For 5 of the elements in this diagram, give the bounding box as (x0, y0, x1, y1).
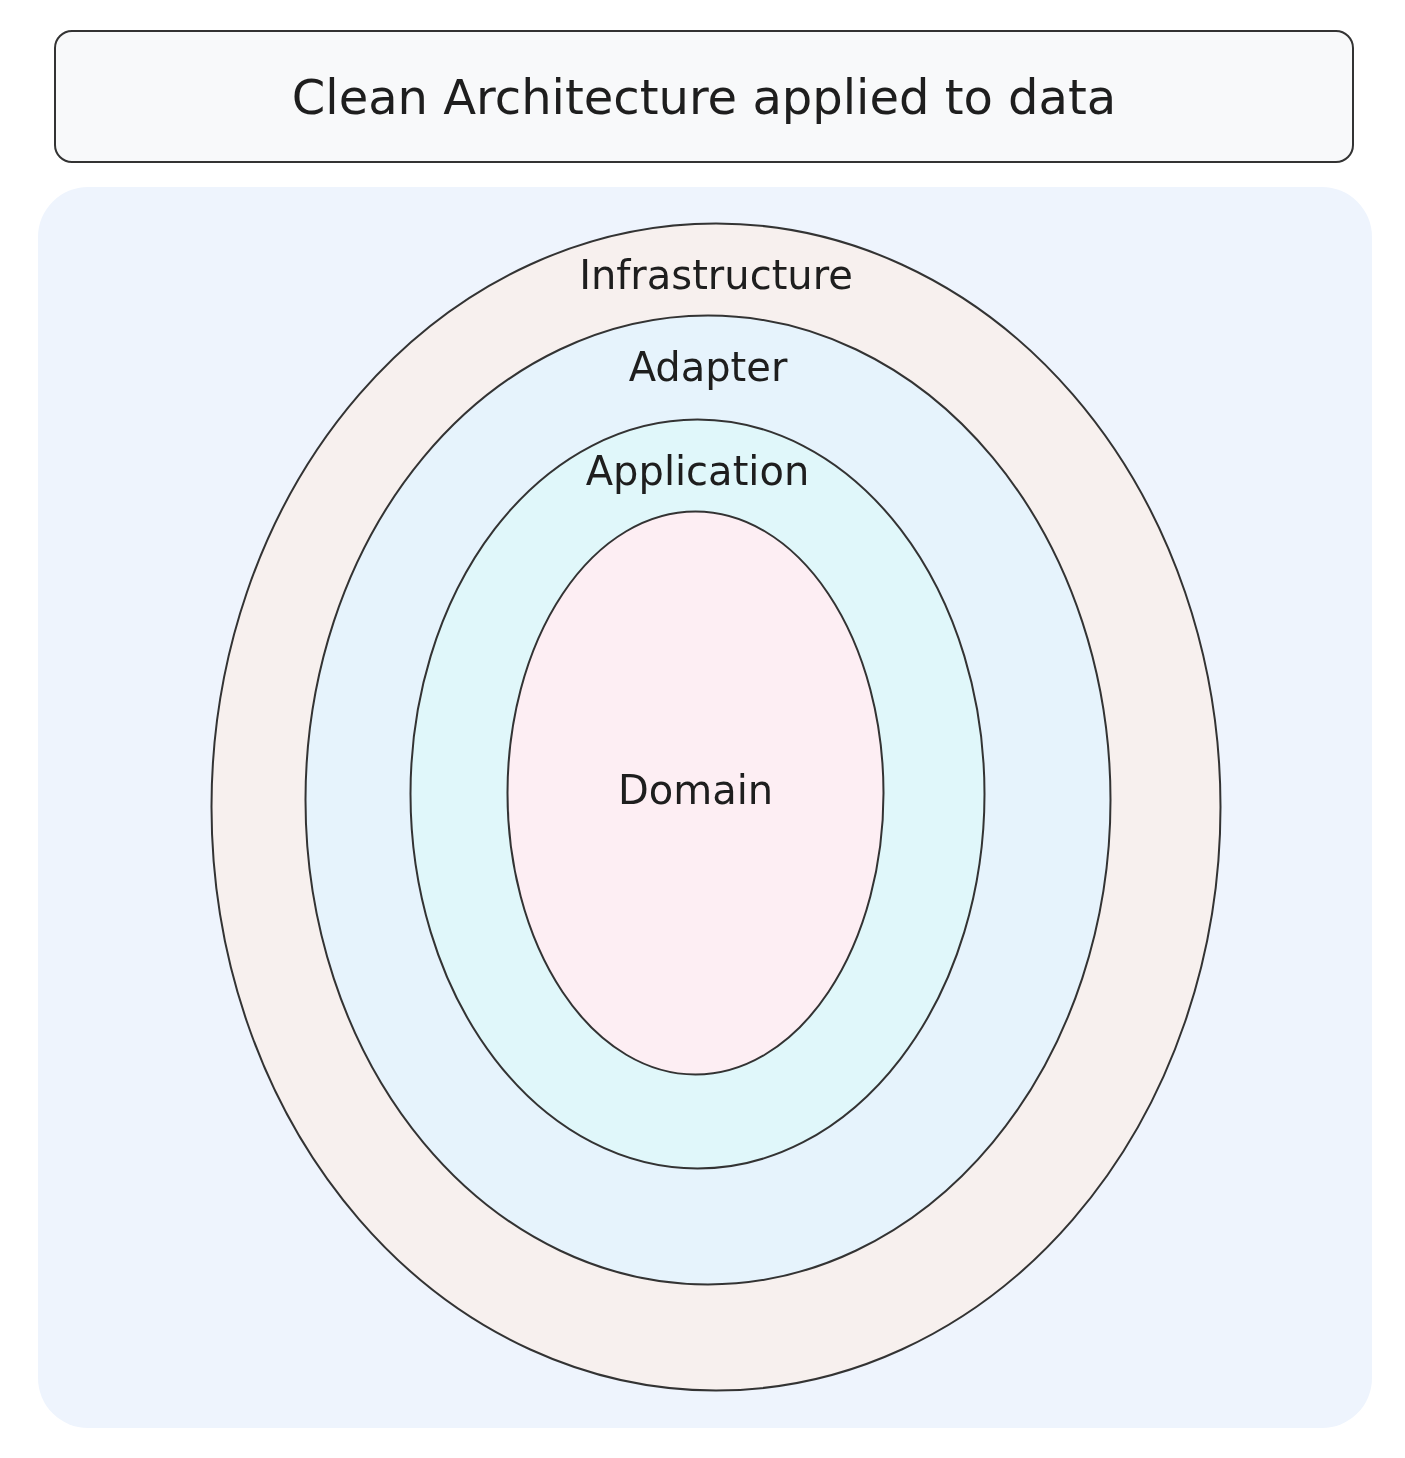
layer-label: Adapter (627, 344, 789, 390)
layer-label: Application (584, 448, 811, 494)
layer-label: Domain (616, 767, 775, 813)
title: Clean Architecture applied to data (54, 30, 1354, 163)
layer-label: Infrastructure (578, 252, 854, 298)
